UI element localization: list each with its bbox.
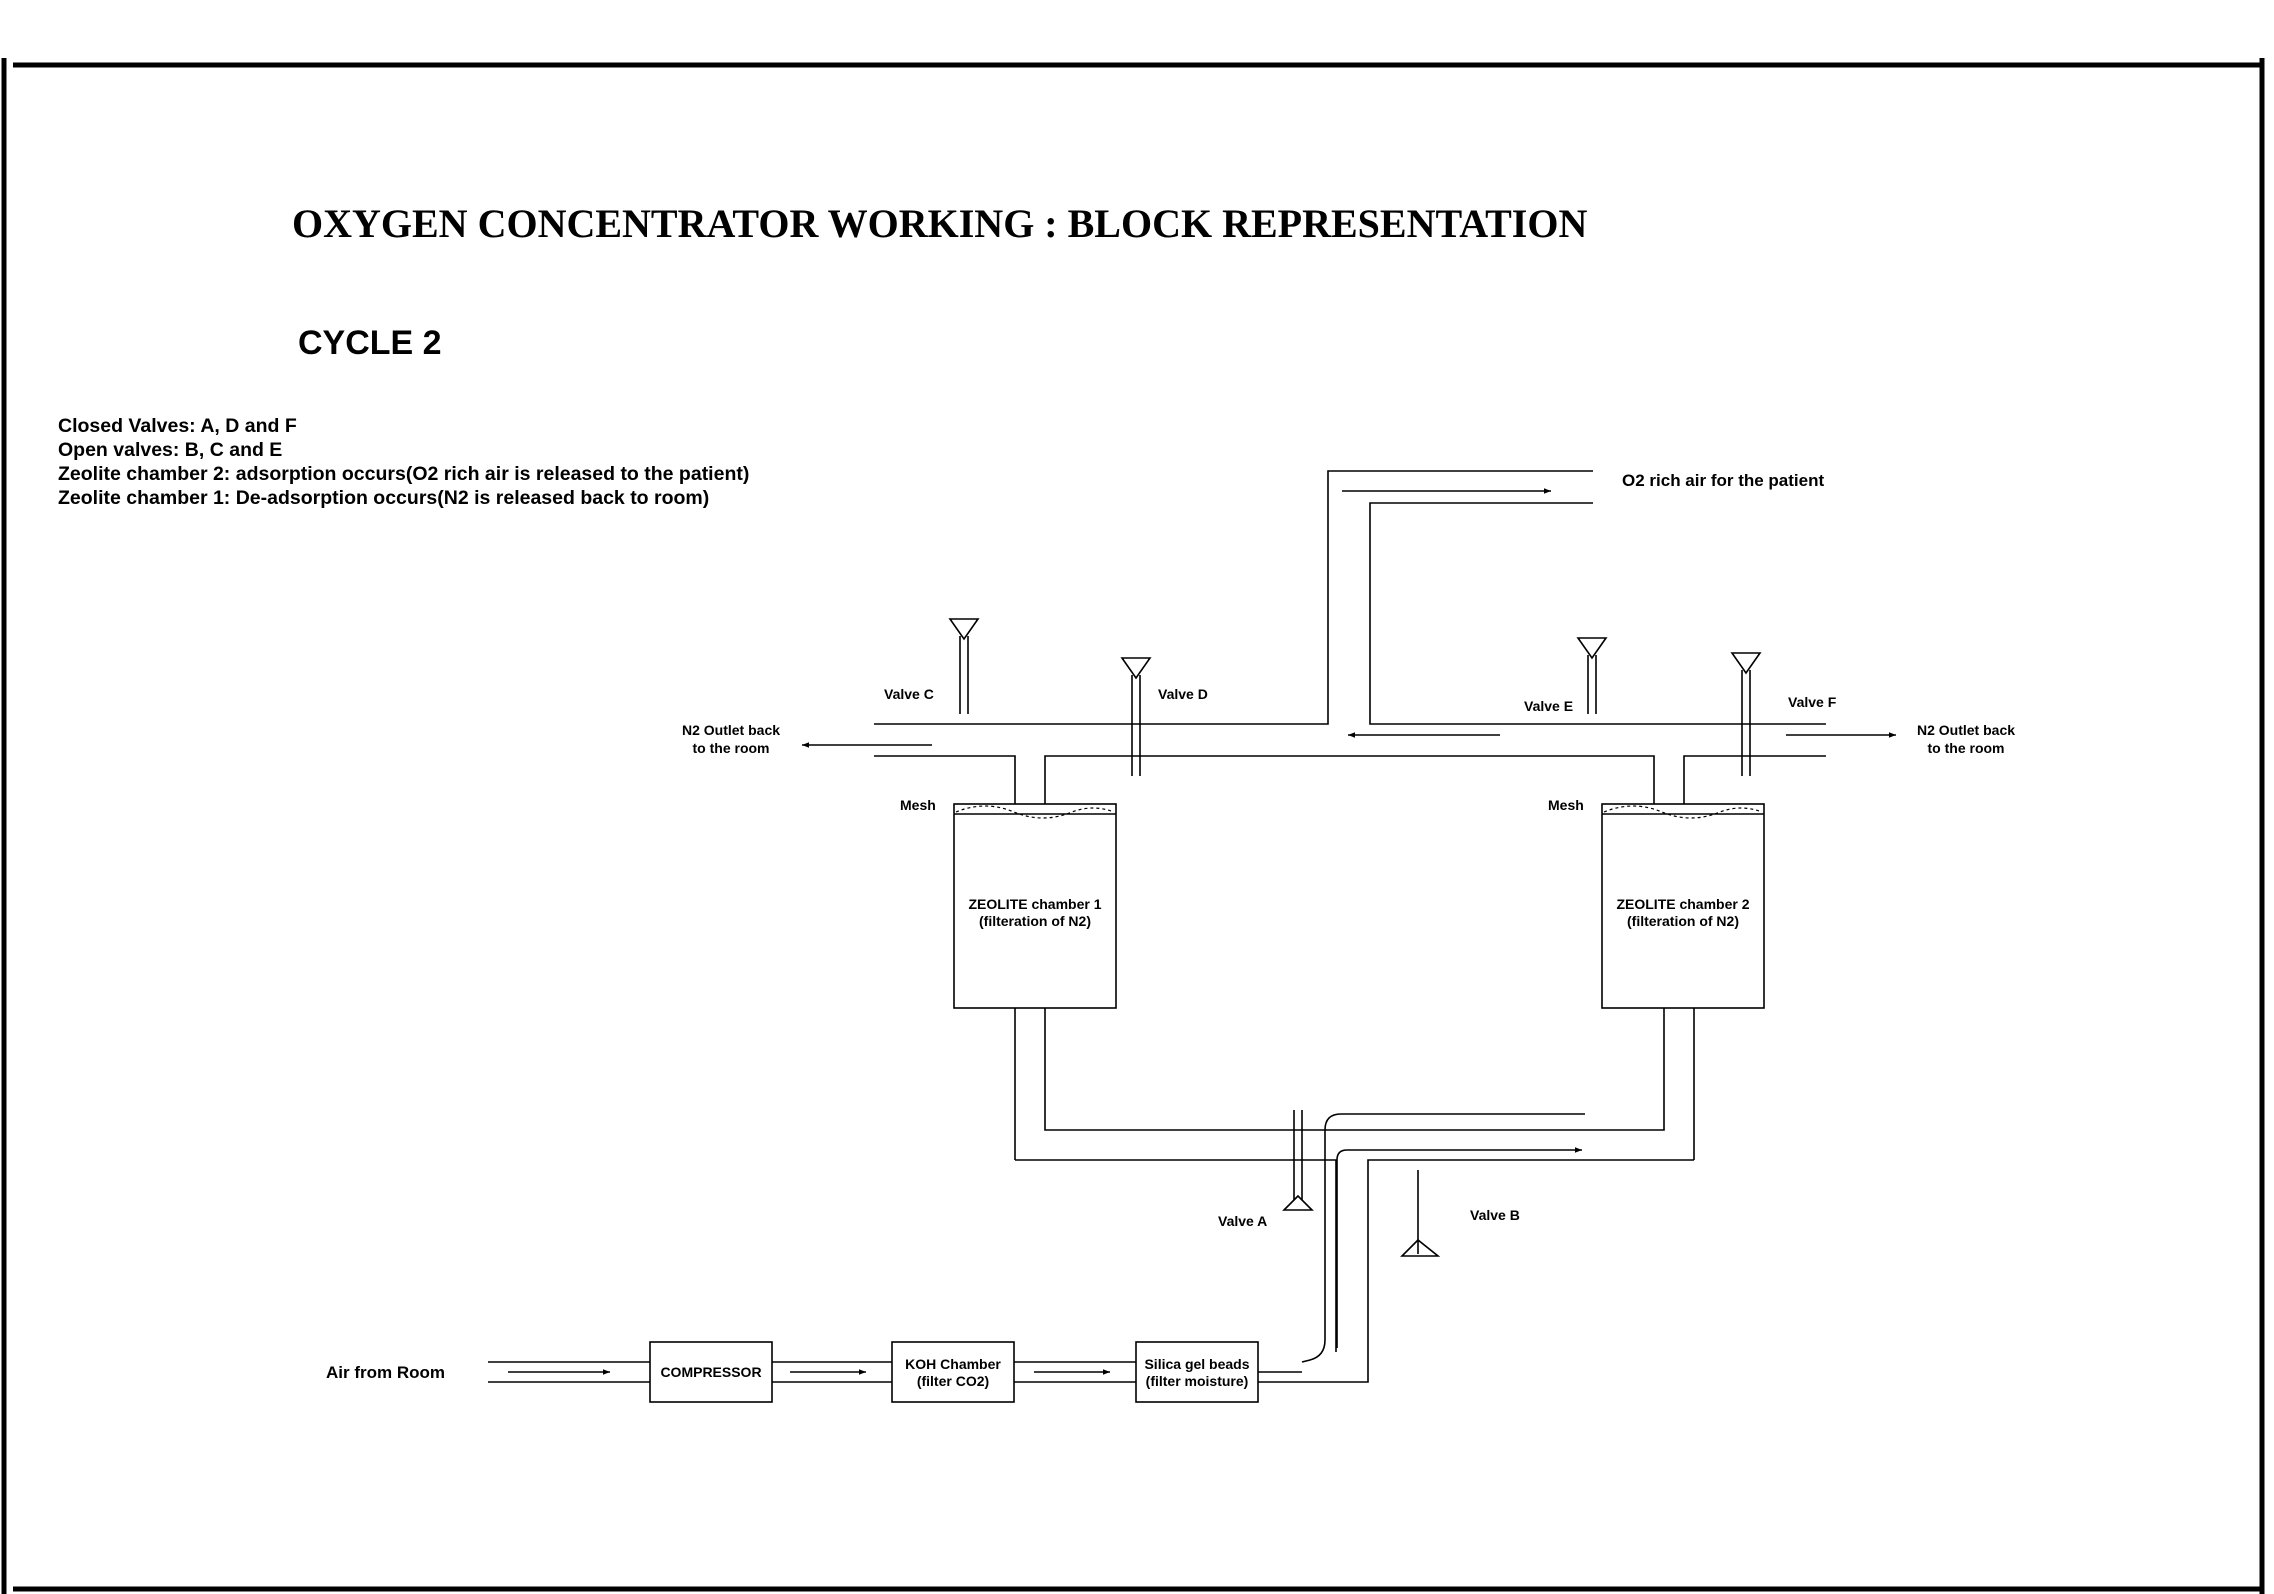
lower-manifold bbox=[1044, 1008, 1695, 1160]
valve-f-label: Valve F bbox=[1788, 694, 1837, 710]
mesh-2-label: Mesh bbox=[1548, 797, 1584, 813]
page-frame bbox=[1, 58, 2265, 1594]
valve-f: Valve F bbox=[1730, 652, 1837, 776]
cycle-subtitle: CYCLE 2 bbox=[298, 324, 442, 362]
valve-e-label: Valve E bbox=[1524, 698, 1573, 714]
valve-b: Valve B bbox=[1400, 1170, 1520, 1257]
zeolite-1-label-line1: ZEOLITE chamber 1 bbox=[968, 896, 1101, 912]
n2-outlet-left-line1: N2 Outlet back bbox=[682, 722, 780, 738]
valve-c: Valve C bbox=[884, 618, 980, 714]
diagram-title: OXYGEN CONCENTRATOR WORKING : BLOCK REPR… bbox=[292, 201, 1587, 246]
valve-b-label: Valve B bbox=[1470, 1207, 1520, 1223]
n2-outlet-left: N2 Outlet back to the room bbox=[682, 722, 780, 756]
zeolite-2-label-line2: (filteration of N2) bbox=[1627, 913, 1739, 929]
note-open-valves: Open valves: B, C and E bbox=[58, 439, 282, 461]
koh-label-line1: KOH Chamber bbox=[905, 1356, 1001, 1372]
silica-label-line2: (filter moisture) bbox=[1146, 1373, 1249, 1389]
valve-d-label: Valve D bbox=[1158, 686, 1208, 702]
n2-outlet-right: N2 Outlet back to the room bbox=[1917, 722, 2015, 756]
compressor-label: COMPRESSOR bbox=[660, 1364, 761, 1380]
upper-manifold bbox=[802, 470, 1896, 804]
mesh-1-label: Mesh bbox=[900, 797, 936, 813]
koh-label-line2: (filter CO2) bbox=[917, 1373, 989, 1389]
air-inlet-label: Air from Room bbox=[326, 1363, 445, 1382]
silica-label-line1: Silica gel beads bbox=[1144, 1356, 1249, 1372]
zeolite-2-label-line1: ZEOLITE chamber 2 bbox=[1616, 896, 1749, 912]
valve-a-label: Valve A bbox=[1218, 1213, 1267, 1229]
n2-outlet-right-line1: N2 Outlet back bbox=[1917, 722, 2015, 738]
valve-c-label: Valve C bbox=[884, 686, 934, 702]
note-zeolite-1: Zeolite chamber 1: De-adsorption occurs(… bbox=[58, 487, 709, 509]
valve-d: Valve D bbox=[1120, 657, 1208, 776]
n2-outlet-left-line2: to the room bbox=[693, 740, 770, 756]
feed-line: Air from Room bbox=[326, 1361, 1136, 1383]
silica-gel-block: Silica gel beads (filter moisture) bbox=[1135, 1341, 1259, 1403]
compressor-block: COMPRESSOR bbox=[649, 1341, 773, 1403]
valve-e: Valve E bbox=[1524, 637, 1608, 714]
valve-a: Valve A bbox=[1218, 1110, 1314, 1229]
koh-chamber-block: KOH Chamber (filter CO2) bbox=[891, 1341, 1015, 1403]
o2-outlet-label: O2 rich air for the patient bbox=[1622, 471, 1824, 490]
note-zeolite-2: Zeolite chamber 2: adsorption occurs(O2 … bbox=[58, 463, 749, 485]
zeolite-chamber-1: ZEOLITE chamber 1 (filteration of N2) Me… bbox=[900, 797, 1117, 1009]
note-closed-valves: Closed Valves: A, D and F bbox=[58, 415, 297, 437]
n2-outlet-right-line2: to the room bbox=[1928, 740, 2005, 756]
zeolite-1-label-line2: (filteration of N2) bbox=[979, 913, 1091, 929]
zeolite-chamber-2: ZEOLITE chamber 2 (filteration of N2) Me… bbox=[1548, 797, 1765, 1009]
valve-notes: Closed Valves: A, D and F Open valves: B… bbox=[58, 415, 749, 509]
riser-pipe bbox=[1014, 1008, 1694, 1383]
